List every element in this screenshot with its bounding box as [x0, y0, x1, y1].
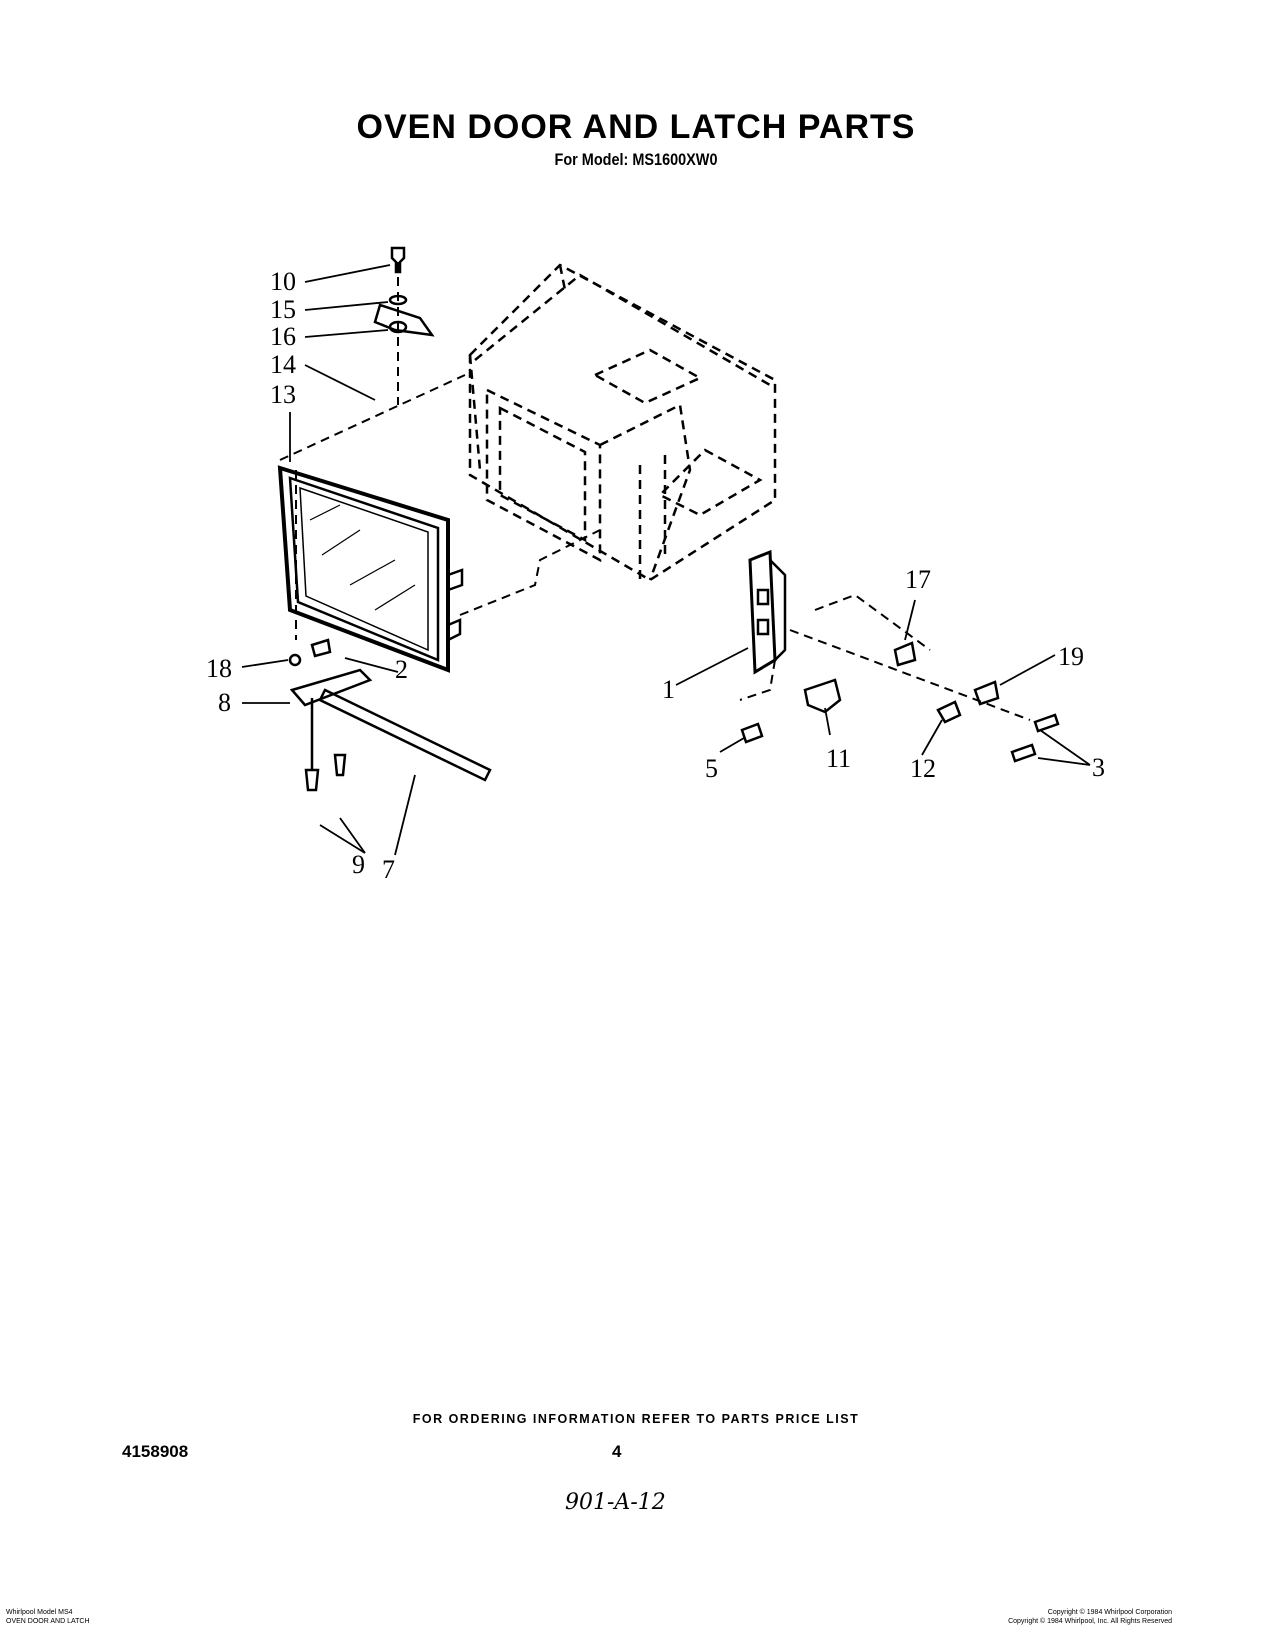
washer-15	[388, 294, 408, 306]
stop-18	[288, 653, 302, 667]
screw-9b	[333, 753, 347, 777]
door-assembly	[277, 465, 464, 673]
callout-16: 16	[270, 322, 296, 351]
callout-11: 11	[826, 744, 851, 773]
fine-print-right-line-1: Copyright © 1984 Whirlpool Corporation	[1047, 1609, 1172, 1616]
washer-16	[388, 320, 408, 334]
fine-print-left-line-2: OVEN DOOR AND LATCH	[6, 1618, 90, 1625]
screw-3b	[1010, 743, 1037, 763]
model-subtitle: For Model: MS1600XW0	[554, 150, 718, 169]
switch-17	[893, 641, 917, 667]
top-hinge	[373, 303, 435, 337]
fine-print-left: Whirlpool Model MS4 OVEN DOOR AND LATCH	[6, 1608, 90, 1626]
callout-9: 9	[352, 850, 365, 879]
handwritten-code: 901-A-12	[565, 1490, 666, 1515]
exploded-parts-diagram: 10 15 16 14 13 18 2 8 9 7 1 5 11 12 17 1…	[206, 246, 1105, 884]
callout-19: 19	[1058, 642, 1084, 671]
callout-5: 5	[705, 754, 718, 783]
actuator-12	[936, 700, 962, 724]
fine-print-right-line-2: Copyright © 1984 Whirlpool, Inc. All Rig…	[1008, 1618, 1172, 1625]
callout-12: 12	[910, 754, 936, 783]
screw-3a	[1033, 713, 1060, 733]
callout-10: 10	[270, 267, 296, 296]
part-number: 4158908	[122, 1442, 189, 1461]
fine-print-right: Copyright © 1984 Whirlpool Corporation C…	[1008, 1608, 1172, 1626]
callout-2: 2	[395, 655, 408, 684]
callout-3: 3	[1092, 753, 1105, 782]
callout-18: 18	[206, 654, 232, 683]
latch-bracket	[748, 549, 787, 675]
page-title: OVEN DOOR AND LATCH PARTS	[356, 108, 916, 146]
screw-10	[390, 246, 406, 274]
fine-print-left-line-1: Whirlpool Model MS4	[6, 1609, 73, 1616]
oven-cavity-outline	[468, 263, 777, 582]
cam-2	[310, 638, 332, 658]
switch-19	[973, 680, 1000, 706]
ordering-note: FOR ORDERING INFORMATION REFER TO PARTS …	[412, 1412, 860, 1426]
callout-7: 7	[382, 855, 395, 884]
switch-11	[803, 678, 842, 714]
callout-labels: 10 15 16 14 13 18 2 8 9 7 1 5 11 12 17 1…	[206, 267, 1105, 884]
callout-15: 15	[270, 295, 296, 324]
leader-lines	[241, 264, 1091, 856]
bottom-hinge	[289, 668, 373, 707]
screw-9a	[304, 698, 320, 792]
callout-17: 17	[905, 565, 931, 594]
page-number: 4	[612, 1442, 622, 1461]
callout-1: 1	[662, 675, 675, 704]
callout-13: 13	[270, 380, 296, 409]
callout-8: 8	[218, 688, 231, 717]
callout-14: 14	[270, 350, 296, 379]
screw-5	[740, 722, 764, 744]
rod-7	[318, 688, 492, 782]
